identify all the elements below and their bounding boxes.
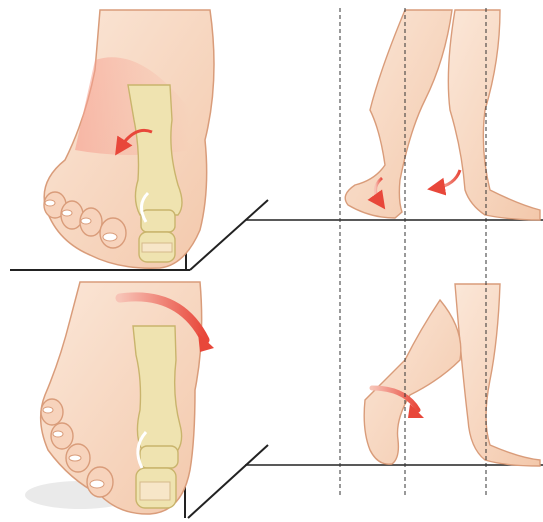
top-heel-arrow-right <box>436 170 460 188</box>
bottom-big-toe-bones <box>133 326 182 508</box>
bottom-foot <box>41 282 214 514</box>
bottom-floor-diagonal <box>188 445 268 518</box>
top-panel <box>10 10 543 270</box>
top-foot <box>44 10 214 268</box>
bottom-walking-legs <box>364 284 540 466</box>
bottom-panel <box>25 282 543 518</box>
